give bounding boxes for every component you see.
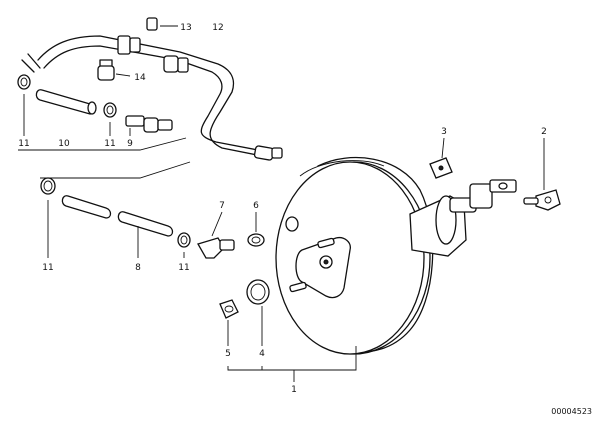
vacuum-hose-12: [21, 35, 283, 161]
group-leader-line: [18, 137, 187, 151]
clevis-2: [523, 138, 561, 211]
assembly-leader: [227, 346, 357, 382]
clamp-11-d: [177, 232, 191, 258]
clamp-11-b: [103, 102, 117, 136]
callout-3: 3: [441, 127, 447, 137]
callout-13: 13: [180, 23, 191, 33]
clamp-11-a: [17, 74, 31, 136]
clip-14: [97, 59, 131, 81]
callout-6: 6: [253, 201, 259, 211]
callout-11-a: 11: [18, 139, 29, 149]
group-leader-line-2: [40, 161, 191, 179]
callout-11-d: 11: [178, 263, 189, 273]
check-valve-9: [125, 115, 173, 136]
callout-9: 9: [127, 139, 133, 149]
cap-13: [146, 17, 178, 31]
o-ring-4: [246, 279, 270, 346]
callout-7: 7: [219, 201, 225, 211]
grommet-5: [219, 299, 239, 346]
grommet-6: [247, 212, 265, 247]
elbow-fitting-7: [197, 211, 235, 259]
reference-number: 00004523: [551, 407, 592, 416]
callout-11-b: 11: [104, 139, 115, 149]
callout-4: 4: [259, 349, 265, 359]
callout-1: 1: [291, 385, 297, 395]
callout-10: 10: [58, 139, 70, 149]
callout-8: 8: [135, 263, 141, 273]
hose-10: [35, 89, 97, 115]
hose-8: [117, 211, 174, 258]
bracket-3: [429, 137, 453, 179]
brake-booster: [275, 156, 517, 355]
hose-segment: [61, 195, 112, 219]
callout-11-c: 11: [42, 263, 53, 273]
callout-14: 14: [134, 73, 146, 83]
callout-2: 2: [541, 127, 547, 137]
callout-5: 5: [225, 349, 231, 359]
clamp-11-c: [40, 177, 56, 258]
callout-12: 12: [212, 23, 223, 33]
